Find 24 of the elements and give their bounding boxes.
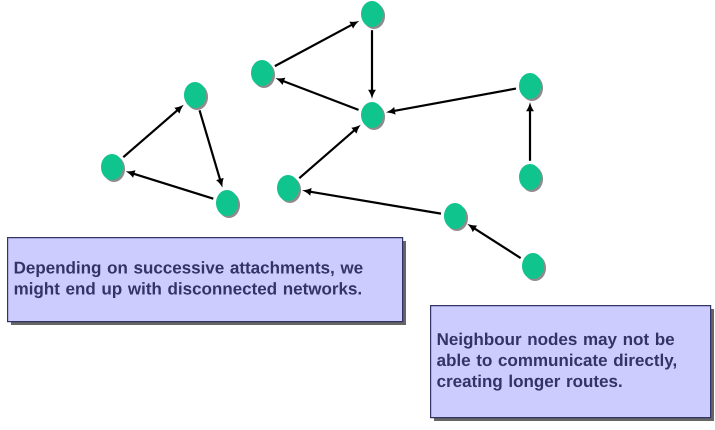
circle-node [184, 82, 208, 110]
arrow [122, 106, 182, 158]
text-box: Depending on successive attachments, we might end up with disconnected networks. [7, 237, 406, 325]
arrow [274, 21, 358, 68]
circle-node [216, 190, 240, 218]
circle-node [101, 154, 125, 182]
arrow [128, 170, 214, 200]
arrow [388, 87, 516, 114]
arrow [278, 78, 359, 111]
circle-node [522, 253, 546, 281]
circle-node [519, 164, 543, 192]
circle-node [519, 73, 543, 101]
circle-node [361, 102, 385, 130]
arrow [198, 110, 224, 186]
circle-node [361, 1, 385, 29]
arrow [304, 188, 442, 215]
arrow [469, 224, 522, 259]
arrow [526, 104, 534, 161]
circle-node [251, 60, 275, 88]
text-box: Neighbour nodes may not be able to communicate directly, creating longer routes. [430, 305, 714, 421]
circle-node [277, 175, 301, 203]
arrow [298, 126, 360, 180]
circle-node [444, 203, 468, 231]
arrow [368, 30, 376, 97]
